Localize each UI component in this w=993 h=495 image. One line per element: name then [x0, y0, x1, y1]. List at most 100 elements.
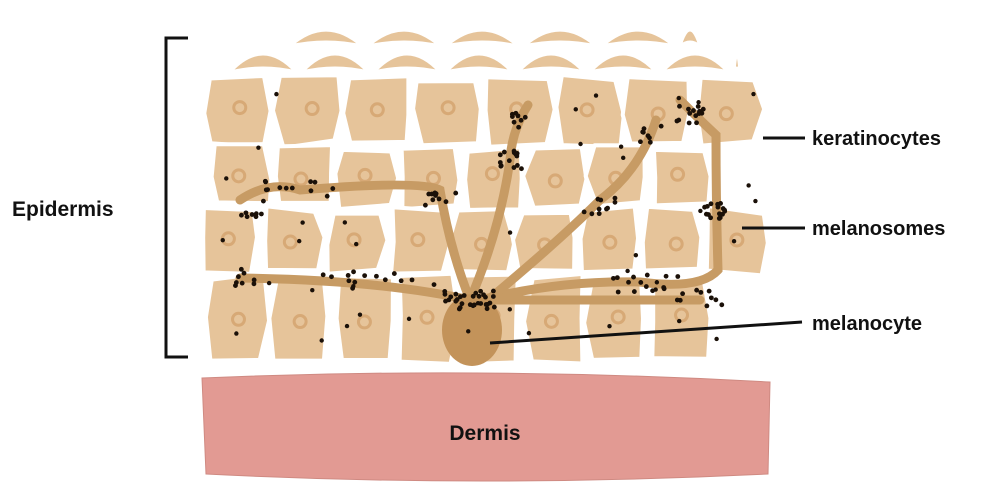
melanosome: [274, 92, 278, 96]
melanosome: [432, 282, 437, 287]
melanosome: [701, 107, 706, 112]
melanosome: [594, 93, 598, 97]
melanosome: [466, 329, 470, 333]
corneum-cell: [290, 30, 362, 46]
melanosome: [423, 203, 428, 208]
melanosome: [448, 294, 453, 299]
melanosome: [346, 278, 351, 283]
melanosome: [686, 107, 691, 112]
melanosome: [221, 238, 225, 242]
corneum-cell: [302, 54, 368, 72]
melanosome: [399, 278, 404, 283]
melanosome: [604, 207, 609, 212]
melanosome: [321, 272, 326, 277]
melanosome: [476, 301, 480, 305]
melanosome: [694, 120, 699, 125]
corneum-cell: [230, 54, 296, 72]
melanosome: [330, 186, 335, 191]
melanocyte-label: melanocyte: [812, 313, 922, 335]
melanosome: [346, 273, 351, 278]
melanosome: [453, 191, 458, 196]
melanosome: [234, 280, 239, 285]
melanosome: [694, 288, 699, 293]
melanosome: [362, 273, 367, 278]
melanosome: [648, 140, 653, 145]
melanosome: [527, 331, 531, 335]
melanosome: [598, 198, 603, 203]
melanosome: [297, 239, 301, 243]
corneum-cell: [374, 54, 440, 72]
corneum-cell: [602, 30, 674, 46]
melanosome: [442, 289, 447, 294]
melanosome: [351, 284, 355, 288]
melanosome: [644, 284, 649, 289]
keratinocyte-cell: [269, 275, 327, 361]
melanosome: [277, 185, 282, 190]
keratinocyte-cell: [513, 213, 574, 271]
melanosome: [351, 269, 356, 274]
melanosome: [492, 305, 497, 310]
melanosome: [358, 312, 362, 316]
melanosome: [619, 144, 623, 148]
melanosome: [491, 294, 496, 299]
melanosome: [481, 292, 486, 297]
melanosome: [626, 280, 631, 285]
melanosome: [284, 186, 289, 191]
melanosome: [290, 186, 295, 191]
corneum-cell: [680, 30, 700, 46]
melanosome: [519, 166, 524, 171]
melanosome: [519, 118, 524, 123]
melanosome: [508, 307, 512, 311]
melanosome: [746, 183, 750, 187]
melanosome: [477, 294, 482, 299]
keratinocyte-cell: [652, 278, 710, 359]
melanosome: [638, 280, 643, 285]
melanosome: [642, 126, 647, 131]
melanosome: [261, 199, 266, 204]
melanosome: [675, 298, 680, 303]
melanosome: [704, 304, 709, 309]
melanosome: [310, 288, 314, 292]
keratinocytes-label: keratinocytes: [812, 128, 941, 150]
melanosome: [582, 210, 587, 215]
keratinocyte-cell: [335, 150, 398, 209]
melanosome: [320, 338, 324, 342]
melanosome: [485, 306, 490, 311]
melanosome: [313, 180, 318, 185]
melanosome: [687, 121, 692, 126]
melanosome: [675, 119, 680, 124]
melanosome: [454, 292, 459, 297]
melanosome: [508, 230, 512, 234]
melanosome: [655, 280, 659, 284]
melanosome: [661, 285, 666, 290]
melanosome: [254, 211, 259, 216]
melanosome: [263, 179, 268, 184]
melanosome: [510, 112, 515, 117]
melanosome: [259, 212, 264, 217]
melanosome: [697, 111, 702, 116]
melanosome: [471, 303, 476, 308]
melanosome: [709, 295, 714, 300]
melanosome: [720, 212, 725, 217]
melanosome: [523, 115, 528, 120]
melanosome: [499, 163, 504, 168]
melanosome: [677, 104, 682, 109]
melanosome: [634, 253, 638, 257]
melanosome: [621, 156, 625, 160]
melanosome: [485, 302, 490, 307]
melanosome: [471, 294, 476, 299]
melanosome: [502, 150, 507, 155]
melanosome: [239, 267, 244, 272]
melanosome: [732, 239, 736, 243]
melanosome: [677, 96, 681, 100]
melanosome: [343, 220, 347, 224]
melanosome: [706, 212, 711, 217]
melanosome: [443, 299, 448, 304]
melanosome: [705, 204, 710, 209]
melanosome: [234, 331, 238, 335]
melanosome: [707, 289, 712, 294]
melanosome: [512, 149, 517, 154]
melanosome: [680, 291, 685, 296]
corneum-cell: [662, 54, 728, 72]
